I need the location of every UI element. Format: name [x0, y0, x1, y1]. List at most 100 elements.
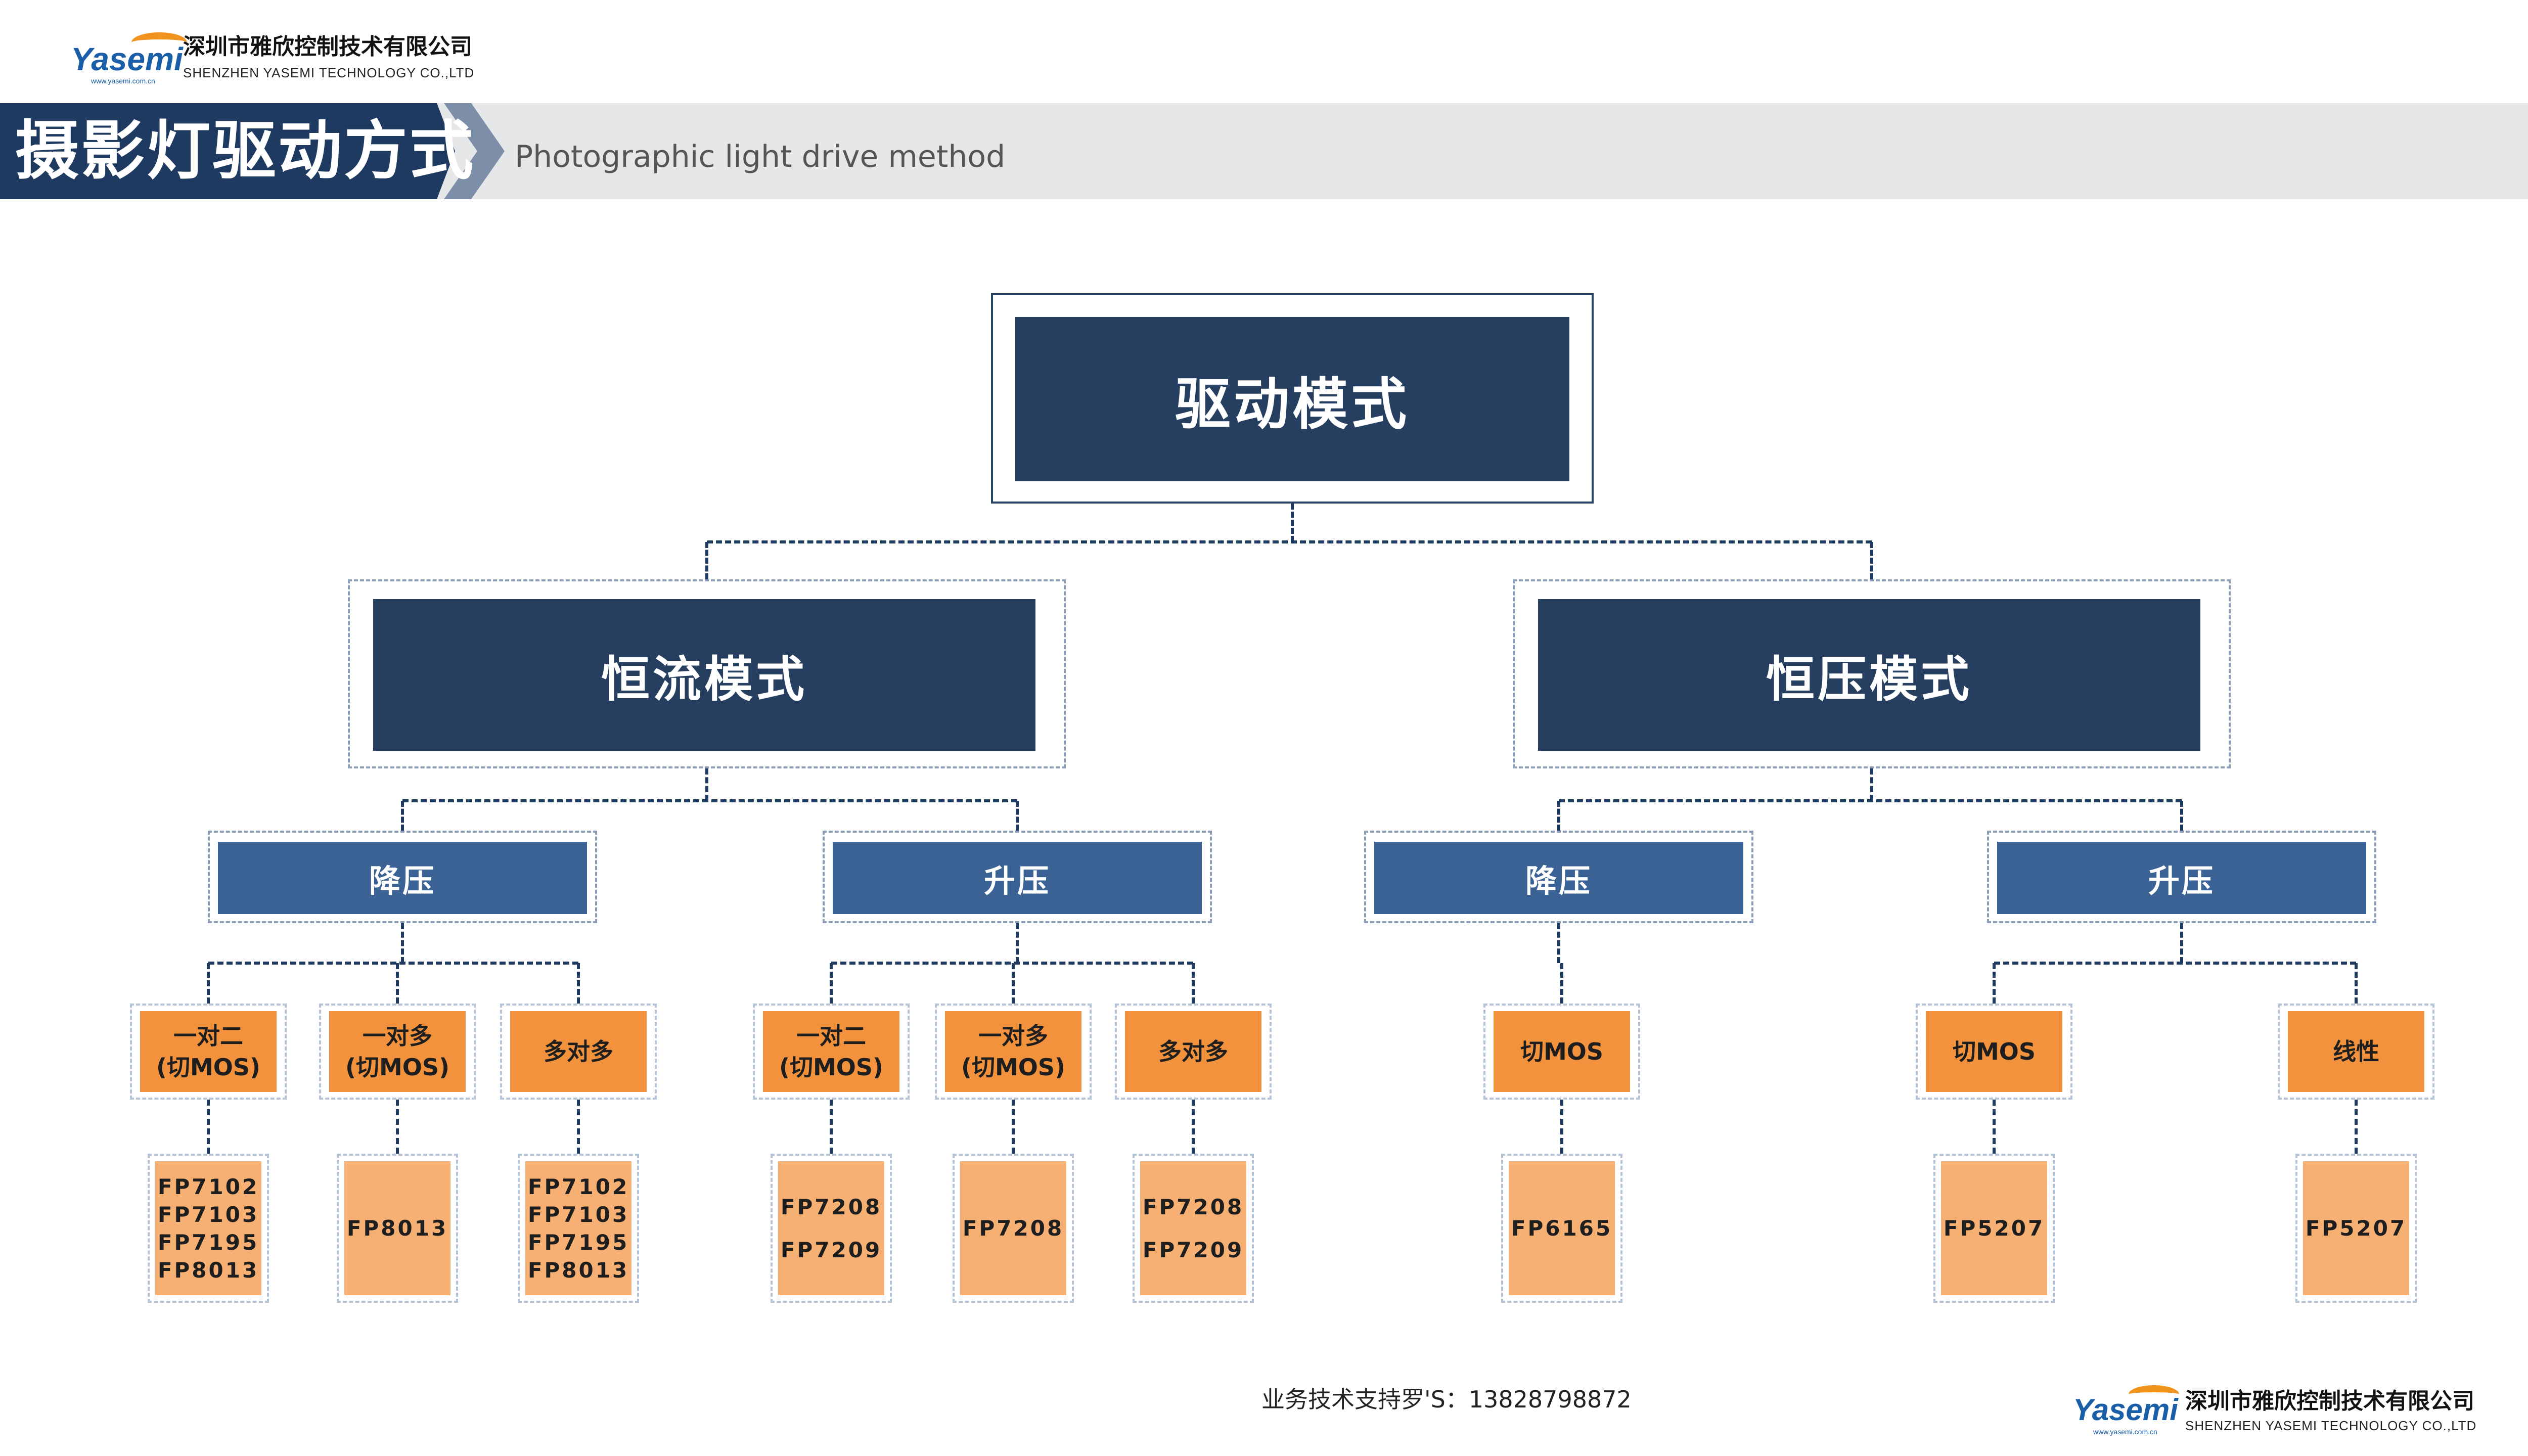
branch-node: 恒流模式	[373, 599, 1035, 751]
part-node: FP5207	[1941, 1161, 2047, 1295]
header-company-cn: 深圳市雅欣控制技术有限公司	[183, 34, 472, 60]
connector-to-type	[1012, 963, 1015, 1004]
type-node-text: 线性	[2333, 1036, 2379, 1067]
connector-mode-h	[208, 962, 578, 965]
connector-to-part	[1560, 1100, 1563, 1154]
connector-branch-h	[1559, 799, 2182, 802]
connector-to-part	[830, 1100, 833, 1154]
connector-to-mode	[401, 801, 404, 831]
connector-to-part	[1993, 1100, 1996, 1154]
connector-to-type	[207, 963, 210, 1004]
connector-root-down	[1291, 504, 1294, 542]
type-node-text: 切MOS	[1520, 1036, 1603, 1067]
type-node-text: 一对二 (切MOS)	[156, 1020, 260, 1083]
part-number: FP8013	[527, 1257, 629, 1283]
part-node-text: FP6165	[1511, 1214, 1612, 1242]
type-node-text: 多对多	[1158, 1036, 1228, 1067]
root-node: 驱动模式	[1015, 317, 1569, 481]
part-number: FP7103	[527, 1202, 629, 1227]
connector-to-mode	[2180, 801, 2183, 831]
part-number: FP7102	[157, 1174, 259, 1199]
type-node-line: 一对二	[173, 1022, 243, 1050]
footer-logo: Yasemi www.yasemi.com.cn	[2073, 1385, 2179, 1441]
connector-mode-down	[401, 923, 404, 963]
part-node-text: FP8013	[347, 1214, 448, 1242]
type-node: 一对多 (切MOS)	[329, 1011, 466, 1092]
connector-branch-down	[705, 768, 708, 801]
type-node: 线性	[2288, 1011, 2424, 1092]
part-number: FP7195	[527, 1230, 629, 1255]
connector-mode-h	[1994, 962, 2356, 965]
connector-to-part	[207, 1100, 210, 1154]
logo-swoosh-icon	[131, 32, 187, 53]
header-logo: Yasemi www.yasemi.com.cn	[71, 30, 187, 86]
header-company-en: SHENZHEN YASEMI TECHNOLOGY CO.,LTD	[183, 65, 475, 80]
part-node-text: FP5207	[1944, 1214, 2045, 1242]
footer-company-cn: 深圳市雅欣控制技术有限公司	[2185, 1388, 2474, 1414]
mode-node: 降压	[1374, 842, 1743, 914]
part-node: FP5207	[2303, 1161, 2409, 1295]
footer-contact: 业务技术支持罗'S：13828798872	[1261, 1386, 1632, 1413]
connector-to-branch	[705, 542, 708, 579]
footer-logo-url: www.yasemi.com.cn	[2093, 1428, 2157, 1436]
type-node-line: (切MOS)	[961, 1054, 1066, 1081]
footer-logo-wordmark: Yasemi	[2073, 1393, 2178, 1427]
part-number: FP7102	[527, 1174, 629, 1199]
mode-node: 升压	[1997, 842, 2366, 914]
connector-to-type	[396, 963, 399, 1004]
connector-root-h	[707, 540, 1872, 543]
connector-mode-down	[1557, 923, 1560, 963]
connector-mode-down	[2180, 923, 2183, 963]
type-node-line: 一对二	[796, 1022, 866, 1050]
part-number: FP8013	[346, 1216, 448, 1241]
mode-node: 升压	[833, 842, 1202, 914]
mode-node: 降压	[218, 842, 587, 914]
branch-node: 恒压模式	[1538, 599, 2200, 751]
part-number: FP7103	[157, 1202, 259, 1227]
connector-to-branch	[1870, 542, 1873, 579]
part-number: FP7208	[780, 1194, 882, 1219]
type-node-text: 切MOS	[1953, 1036, 2036, 1067]
type-node-line: (切MOS)	[345, 1054, 450, 1081]
type-node-line: (切MOS)	[156, 1054, 261, 1081]
part-number: FP6165	[1511, 1216, 1613, 1241]
type-node-line: 一对多	[978, 1022, 1048, 1050]
type-node-line: 多对多	[1158, 1038, 1228, 1065]
connector-branch-h	[402, 799, 1017, 802]
page-title: 摄影灯驱动方式	[15, 114, 475, 188]
connector-to-type	[1993, 963, 1996, 1004]
part-number: FP7209	[1142, 1237, 1244, 1262]
type-node: 一对多 (切MOS)	[945, 1011, 1081, 1092]
connector-to-type	[830, 963, 833, 1004]
type-node-line: 切MOS	[1520, 1038, 1603, 1065]
type-node-line: 切MOS	[1952, 1038, 2036, 1065]
connector-to-mode	[1557, 801, 1560, 831]
connector-to-type	[2355, 963, 2358, 1004]
type-node-line: (切MOS)	[779, 1054, 884, 1081]
type-node-text: 多对多	[544, 1036, 613, 1067]
connector-to-part	[2355, 1100, 2358, 1154]
type-node-text: 一对多 (切MOS)	[961, 1020, 1065, 1083]
type-node-text: 一对多 (切MOS)	[345, 1020, 449, 1083]
connector-branch-down	[1870, 768, 1873, 801]
part-node-text: FP7208	[963, 1214, 1064, 1242]
logo-wordmark: Yasemi	[71, 41, 183, 77]
title-block	[0, 103, 455, 199]
type-node-line: 线性	[2333, 1038, 2379, 1065]
part-number: FP7195	[157, 1230, 259, 1255]
part-number: FP8013	[157, 1257, 259, 1283]
part-node: FP8013	[344, 1161, 450, 1295]
type-node-text: 一对二 (切MOS)	[779, 1020, 883, 1083]
connector-to-part	[1012, 1100, 1015, 1154]
connector-to-part	[396, 1100, 399, 1154]
footer-logo-swoosh-icon	[2129, 1385, 2179, 1403]
connector-to-type	[1560, 963, 1563, 1004]
type-node-line: 一对多	[363, 1022, 432, 1050]
